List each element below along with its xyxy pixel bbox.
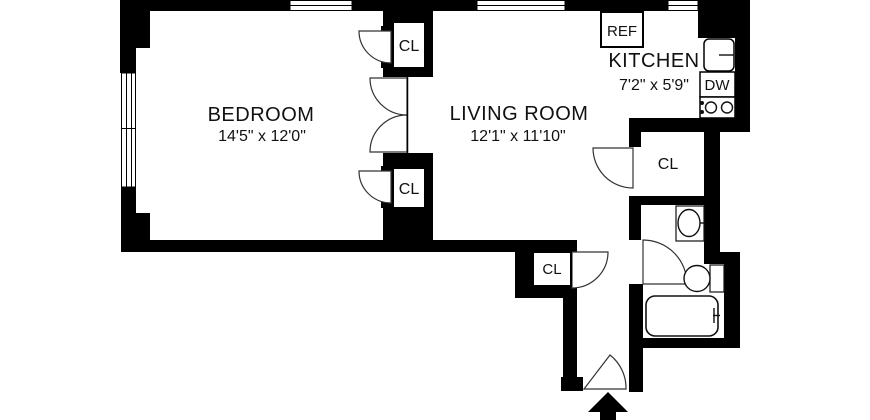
wall-segment (561, 377, 583, 391)
wall-segment (735, 38, 750, 132)
wall-segment (381, 26, 393, 32)
dishwasher-label: DW (705, 77, 731, 94)
walls (120, 0, 750, 392)
wall-segment (629, 338, 740, 348)
entry-arrow-icon (588, 392, 628, 420)
closet-box-top (392, 21, 426, 69)
wall-segment (150, 0, 290, 11)
dishwasher (699, 71, 736, 98)
fixtures (588, 54, 734, 420)
wall-segment (565, 0, 668, 11)
living-room-label: LIVING ROOM (450, 103, 589, 125)
living-room-dims: 12'1" x 11'10" (470, 128, 565, 145)
closet-box-bottom (392, 167, 426, 209)
closet-door-top (358, 30, 392, 64)
wall-segment (641, 196, 704, 205)
wall-segment (629, 196, 641, 240)
kitchen-window (667, 0, 699, 11)
closet-door-bottom (358, 170, 392, 204)
wall-segment (381, 166, 393, 172)
kitchen-dims: 7'2" x 5'9" (619, 77, 689, 94)
kitchen-label: KITCHEN (608, 50, 699, 72)
entry-closet-box (532, 251, 572, 287)
wall-segment (515, 286, 577, 298)
closet-label-top: CL (399, 38, 420, 55)
bedroom-top-window (289, 0, 353, 11)
bedroom-dims: 14'5" x 12'0" (218, 128, 306, 145)
bathtub (645, 295, 720, 337)
doors (358, 30, 688, 390)
wall-segment (563, 298, 577, 385)
wall-segment (698, 0, 750, 38)
closet-label-entry: CL (542, 261, 561, 278)
refrigerator (600, 11, 644, 48)
toilet (683, 264, 725, 293)
closet-label-bottom: CL (399, 181, 420, 198)
wall-segment (629, 118, 748, 132)
wall-segment (120, 0, 150, 48)
wall-segment (515, 240, 533, 298)
stove-burners (700, 100, 734, 114)
bedroom-label: BEDROOM (208, 104, 315, 126)
refrigerator-label: REF (607, 23, 637, 40)
wall-segment (704, 252, 740, 264)
wall-segment (704, 132, 720, 252)
bedroom-left-window (121, 72, 136, 188)
bathroom-door (642, 239, 688, 285)
windows (121, 0, 699, 188)
wall-segment (121, 187, 136, 250)
french-door-top (369, 77, 408, 116)
wall-segment (352, 0, 477, 11)
wall-segment (381, 61, 393, 68)
closet-label-east: CL (658, 156, 679, 173)
wall-segment (381, 202, 393, 208)
living-room-top-window (476, 0, 566, 11)
wall-segment (121, 240, 577, 252)
east-closet-door (592, 147, 634, 189)
entry-closet-door (571, 251, 609, 289)
french-door-bottom (369, 114, 408, 153)
wall-segment (120, 48, 136, 73)
bathroom-sink (675, 205, 705, 242)
wall-segment (724, 264, 740, 348)
entry-door (582, 354, 627, 390)
wall-segment (629, 118, 641, 147)
